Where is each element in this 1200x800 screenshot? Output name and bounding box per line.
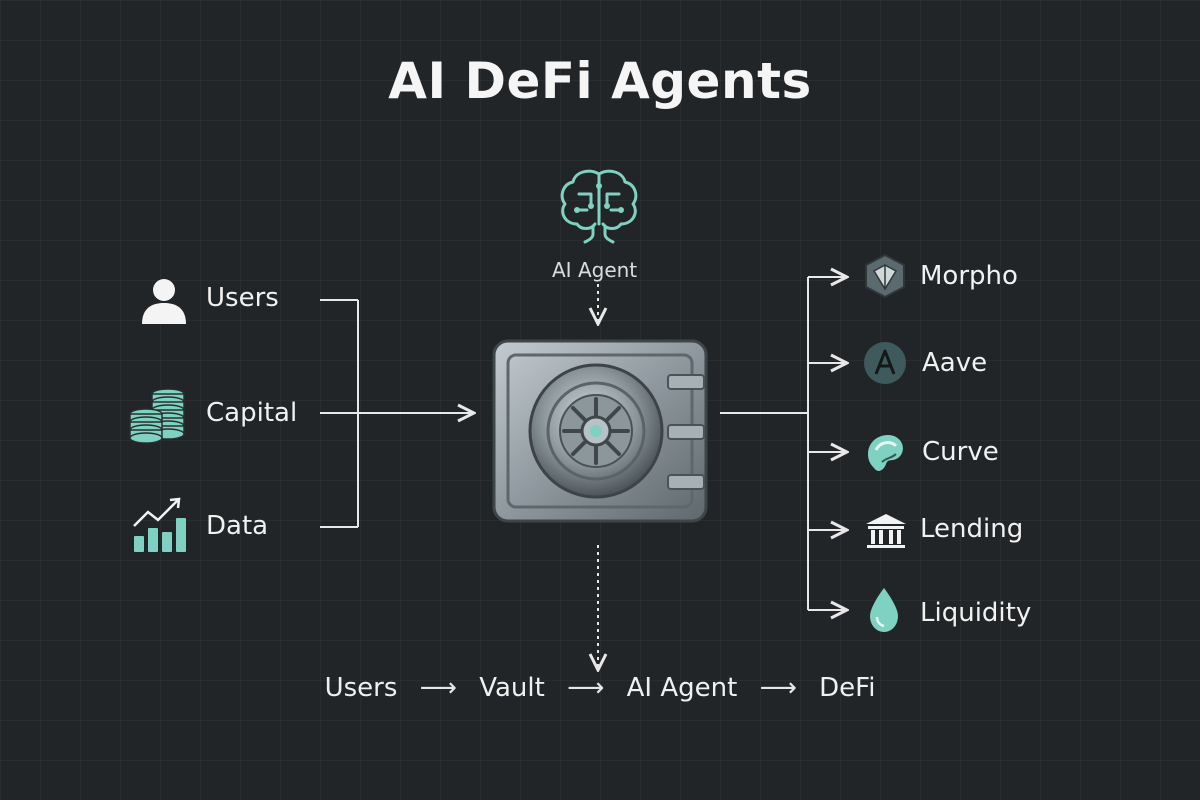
- output-label-curve: Curve: [922, 437, 999, 467]
- flow-step-ai-agent: AI Agent: [626, 672, 738, 703]
- ai-agent-label: AI Agent: [552, 258, 638, 282]
- flow-step-users: Users: [324, 672, 398, 703]
- diagram-title: AI DeFi Agents: [388, 52, 812, 110]
- flow-step-defi: DeFi: [819, 672, 876, 703]
- brain-circuit-icon: [560, 169, 638, 244]
- output-label-liquidity: Liquidity: [920, 598, 1032, 628]
- input-bracket: [320, 299, 472, 528]
- bar-chart-icon: [133, 497, 186, 552]
- flow-summary: Users ⟶ Vault ⟶ AI Agent ⟶ DeFi: [0, 672, 1200, 703]
- output-label-aave: Aave: [922, 348, 988, 378]
- user-icon: [142, 279, 186, 324]
- droplet-icon: [870, 588, 898, 632]
- curve-logo-icon: [868, 434, 903, 471]
- flow-step-vault: Vault: [479, 672, 545, 703]
- input-label-capital: Capital: [206, 398, 298, 428]
- output-label-lending: Lending: [920, 514, 1024, 544]
- output-label-morpho: Morpho: [920, 261, 1018, 291]
- flow-arrow: ⟶: [419, 672, 457, 703]
- input-label-users: Users: [206, 283, 279, 313]
- morpho-logo-icon: [865, 253, 905, 299]
- coin-stack-icon: [129, 388, 185, 444]
- bank-icon: [866, 514, 906, 548]
- input-label-data: Data: [206, 511, 269, 541]
- flow-arrow: ⟶: [759, 672, 797, 703]
- vault-icon: [492, 339, 708, 523]
- output-tree: [720, 277, 845, 610]
- aave-logo-icon: [864, 342, 906, 384]
- flow-arrow: ⟶: [567, 672, 605, 703]
